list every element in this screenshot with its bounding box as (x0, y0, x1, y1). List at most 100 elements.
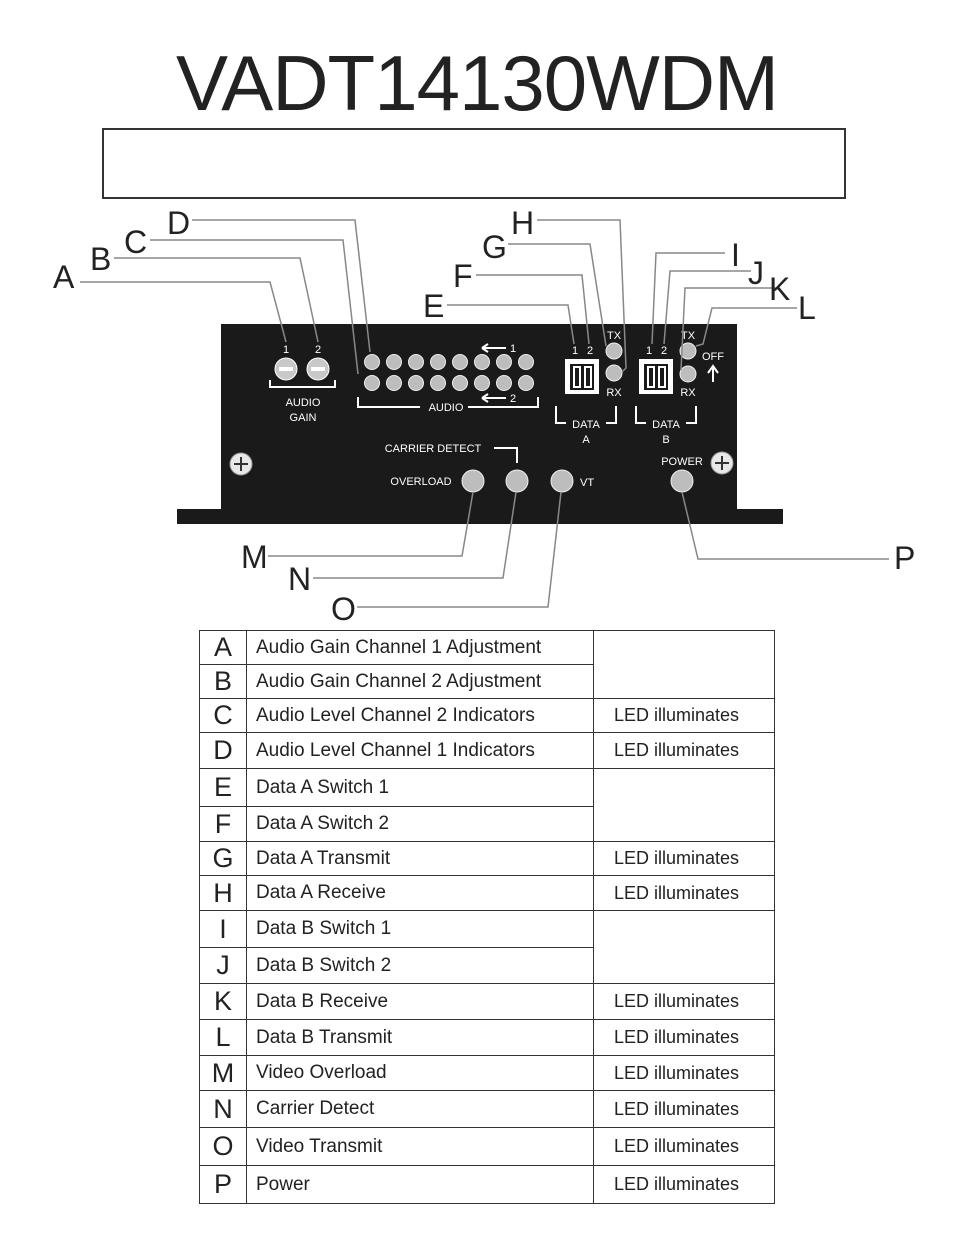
legend-letter: H (199, 875, 247, 911)
data-b-tx-led (679, 342, 697, 360)
audio-ch1-led (496, 354, 512, 370)
legend-status: LED illuminates (593, 1019, 775, 1056)
callout-l: L (798, 290, 816, 326)
audio-ch2-led (430, 375, 446, 391)
legend-status (593, 630, 775, 699)
audio-ch1-led (452, 354, 468, 370)
legend-letter: O (199, 1127, 247, 1166)
legend-description: Data B Switch 2 (246, 947, 594, 984)
legend-letter: F (199, 806, 247, 842)
legend-letter: J (199, 947, 247, 984)
audio-ch2-led (386, 375, 402, 391)
audio-gain-ch1-number: 1 (283, 344, 289, 356)
legend-status: LED illuminates (593, 732, 775, 769)
data-a-bracket (555, 406, 617, 424)
carrier-detect-bracket (494, 447, 518, 463)
data-a-rx-led (605, 364, 623, 382)
data-b-off-label: OFF (702, 351, 724, 363)
legend-letter: M (199, 1055, 247, 1091)
data-b-bracket (635, 406, 697, 424)
legend-letter: A (199, 630, 247, 665)
legend-description: Data B Transmit (246, 1019, 594, 1056)
audio-ch1-led (364, 354, 380, 370)
legend-description: Data B Receive (246, 983, 594, 1020)
audio-row2-arrow-icon (481, 393, 506, 403)
legend-description: Data A Switch 1 (246, 768, 594, 807)
legend-status: LED illuminates (593, 1090, 775, 1128)
audio-ch2-led (518, 375, 534, 391)
audio-gain-ch1-knob[interactable] (274, 357, 298, 381)
data-a-tx-label: TX (607, 330, 622, 342)
audio-level-leds (364, 354, 534, 391)
audio-row1-arrow-icon (481, 343, 506, 353)
audio-ch2-led (496, 375, 512, 391)
label-box (102, 128, 846, 199)
legend-status: LED illuminates (593, 983, 775, 1020)
audio-ch2-led (452, 375, 468, 391)
legend-description: Video Overload (246, 1055, 594, 1091)
off-arrow-up-icon (707, 364, 719, 382)
callout-i: I (731, 237, 740, 273)
legend-description: Data A Receive (246, 875, 594, 911)
callout-j: J (748, 255, 764, 291)
legend-letter: L (199, 1019, 247, 1056)
audio-row2-number: 2 (510, 393, 516, 405)
legend-letter: B (199, 664, 247, 699)
audio-ch1-led (430, 354, 446, 370)
legend-letter: G (199, 841, 247, 876)
data-b-rx-label: RX (680, 387, 696, 399)
data-b-dip-switch[interactable] (639, 359, 673, 394)
legend-description: Audio Gain Channel 2 Adjustment (246, 664, 594, 699)
mounting-flange (177, 509, 783, 524)
vt-led (550, 469, 574, 493)
legend-letter: C (199, 698, 247, 733)
callout-d: D (167, 205, 190, 241)
legend-description: Audio Level Channel 2 Indicators (246, 698, 594, 733)
legend-status: LED illuminates (593, 841, 775, 876)
vt-label: VT (580, 477, 594, 489)
audio-ch2-led (474, 375, 490, 391)
carrier-detect-led (505, 469, 529, 493)
callout-letters: A B C D E F G H I J K L M N O P (53, 205, 915, 627)
legend-status: LED illuminates (593, 875, 775, 911)
audio-row1-number: 1 (510, 343, 516, 355)
audio-ch2-led (408, 375, 424, 391)
legend-letter: K (199, 983, 247, 1020)
audio-gain-ch2-knob[interactable] (306, 357, 330, 381)
legend-letter: D (199, 732, 247, 769)
callout-o: O (331, 591, 356, 627)
model-title: VADT14130WDM (175, 39, 779, 127)
callout-f: F (453, 258, 473, 294)
carrier-detect-label: CARRIER DETECT (385, 443, 482, 455)
legend-description: Audio Gain Channel 1 Adjustment (246, 630, 594, 665)
data-a-dip-switch[interactable] (565, 359, 599, 394)
callout-m: M (241, 539, 268, 575)
audio-ch2-led (364, 375, 380, 391)
legend-description: Data A Transmit (246, 841, 594, 876)
legend-status (593, 910, 775, 984)
data-b-rx-led (679, 365, 697, 383)
callout-h: H (511, 205, 534, 241)
legend-status (593, 768, 775, 842)
legend-status: LED illuminates (593, 1165, 775, 1204)
callout-k: K (769, 271, 790, 307)
legend-letter: P (199, 1165, 247, 1204)
screw-right-icon (710, 451, 734, 475)
